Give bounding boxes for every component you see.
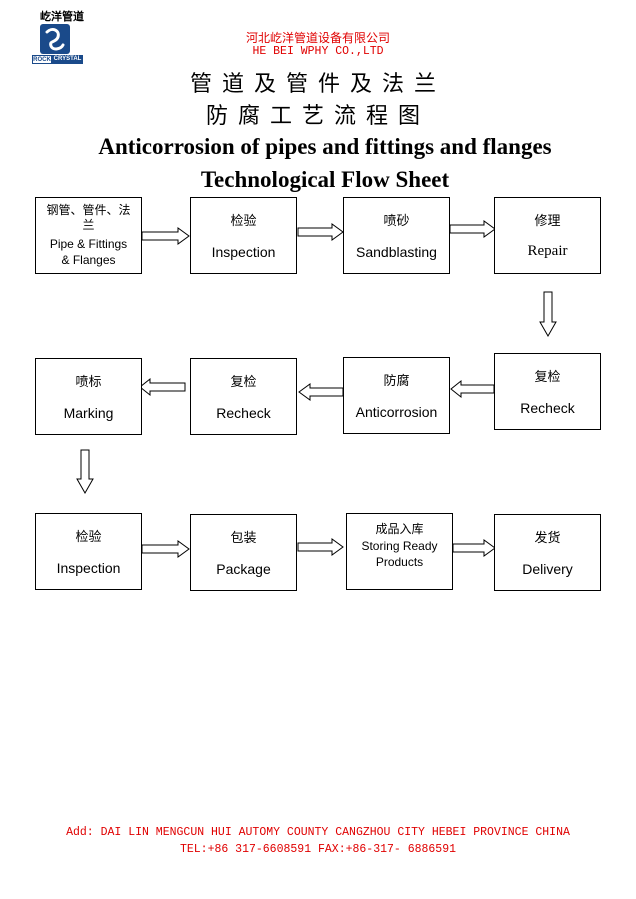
company-logo-icon [40,24,70,54]
footer-contact: TEL:+86 317-6608591 FAX:+86-317- 6886591 [179,843,457,856]
step-cn-label: 喷砂 [383,214,410,229]
step-en-label: Delivery [522,561,573,577]
step-storing-ready-products: 成品入库 Storing Ready Products [346,513,453,590]
step-sandblasting: 喷砂 Sandblasting [343,197,450,274]
step-cn-label: 钢管、管件、法兰 [46,203,131,232]
arrow-left-1 [450,379,495,399]
title-en-line2: Technological Flow Sheet [200,167,450,192]
step-en-label: Repair [527,243,568,259]
step-package: 包装 Package [190,514,297,591]
arrow-left-2 [298,383,344,401]
step-pipe-fittings-flanges: 钢管、管件、法兰 Pipe & Fittings & Flanges [35,197,142,274]
step-marking: 喷标 Marking [35,358,142,435]
step-cn-label: 喷标 [75,375,102,390]
step-en-label: Recheck [216,405,271,421]
footer-address: Add: DAI LIN MENGCUN HUI AUTOMY COUNTY C… [66,826,570,839]
logo-cn-text: 屹洋管道 [40,10,84,23]
step-en-label: Inspection [211,244,276,260]
arrow-right-1 [141,227,190,245]
arrow-right-4 [141,540,190,558]
step-cn-label: 成品入库 [375,522,424,536]
arrow-right-5 [297,538,344,556]
step-en-label: Inspection [56,560,121,576]
step-cn-label: 包装 [230,531,257,546]
step-cn-label: 发货 [534,531,561,546]
logo-bar-right: CRYSTAL [52,55,83,64]
arrow-down-2 [76,449,94,495]
step-cn-label: 复检 [230,375,257,390]
arrow-right-2 [297,223,344,241]
step-en-label: Pipe & Fittings & Flanges [49,237,128,267]
arrow-left-3 [139,377,186,397]
step-inspection-1: 检验 Inspection [190,197,297,274]
step-en-label: Recheck [520,400,575,416]
step-cn-label: 复检 [534,370,561,385]
step-cn-label: 修理 [534,214,561,229]
step-delivery: 发货 Delivery [494,514,601,591]
step-recheck-1: 复检 Recheck [494,353,601,430]
step-en-label: Sandblasting [356,244,437,260]
step-repair: 修理 Repair [494,197,601,274]
step-cn-label: 防腐 [383,374,410,389]
title-cn-line2: 防腐工艺流程图 [205,104,430,129]
step-inspection-2: 检验 Inspection [35,513,142,590]
company-name-cn: 河北屹洋管道设备有限公司 [245,31,390,45]
step-en-label: Anticorrosion [355,404,438,420]
arrow-right-3 [449,220,496,238]
title-cn-line1: 管道及管件及法兰 [189,72,446,97]
title-en-line1: Anticorrosion of pipes and fittings and … [98,134,552,159]
arrow-right-6 [452,539,496,557]
step-en-label: Marking [63,405,114,421]
step-en-label: Package [216,561,271,577]
logo-bar: ROCK CRYSTAL [32,55,83,64]
step-anticorrosion: 防腐 Anticorrosion [343,357,450,434]
step-cn-label: 检验 [230,214,257,229]
arrow-down-1 [539,291,557,338]
logo-bar-left: ROCK [32,55,52,64]
step-en-label: Storing Ready Products [361,539,438,569]
step-cn-label: 检验 [75,530,102,545]
step-recheck-2: 复检 Recheck [190,358,297,435]
company-name-en: HE BEI WPHY CO.,LTD [252,45,384,58]
